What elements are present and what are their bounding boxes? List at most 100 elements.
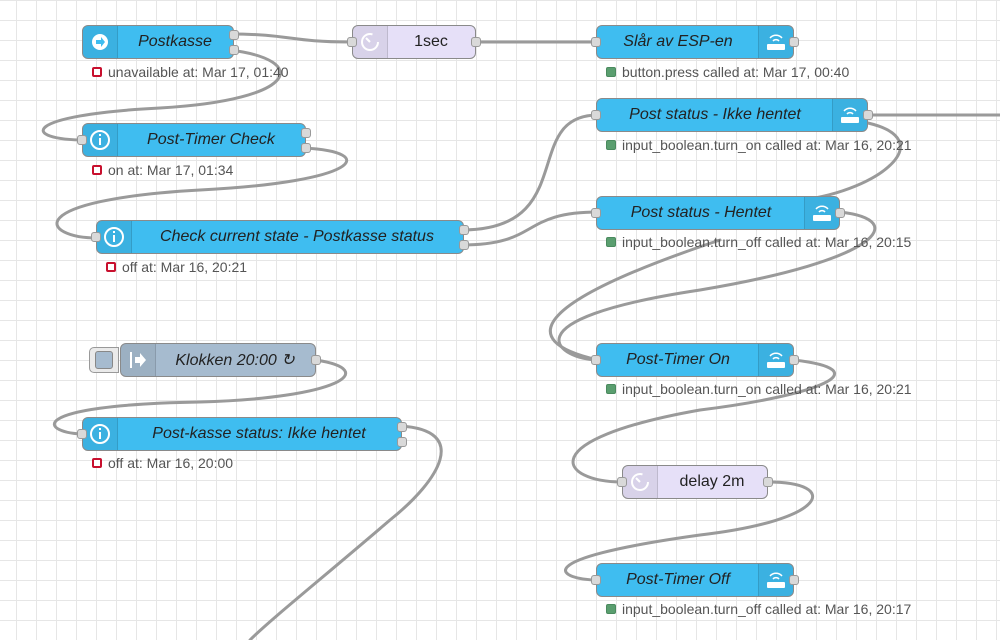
node-post-timer-on[interactable]: Post-Timer On bbox=[591, 343, 799, 377]
output-port[interactable] bbox=[459, 240, 469, 250]
output-port[interactable] bbox=[471, 37, 481, 47]
status-indicator bbox=[92, 458, 102, 468]
status-indicator bbox=[606, 384, 616, 394]
output-port[interactable] bbox=[397, 422, 407, 432]
output-port[interactable] bbox=[835, 208, 845, 218]
node-post-status-hentet[interactable]: Post status - Hentet bbox=[591, 196, 845, 230]
wire-post-status-ikke-to-hentet[interactable] bbox=[800, 121, 902, 202]
output-port[interactable] bbox=[789, 37, 799, 47]
node-post-timer-off[interactable]: Post-Timer Off bbox=[591, 563, 799, 597]
status-text: off at: Mar 16, 20:21 bbox=[122, 259, 248, 275]
node-status: input_boolean.turn_on called at: Mar 16,… bbox=[606, 137, 912, 153]
input-port[interactable] bbox=[77, 135, 87, 145]
arrow-right-icon bbox=[121, 344, 156, 376]
node-delay-2m[interactable]: delay 2m bbox=[617, 465, 773, 499]
node-label: Post status - Ikke hentet bbox=[629, 106, 801, 123]
output-port[interactable] bbox=[301, 143, 311, 153]
output-port[interactable] bbox=[229, 30, 239, 40]
inject-button-face bbox=[95, 351, 113, 369]
node-status: input_boolean.turn_on called at: Mar 16,… bbox=[606, 381, 912, 397]
status-indicator bbox=[106, 262, 116, 272]
node-postkasse[interactable]: Postkasse bbox=[82, 25, 239, 59]
input-port[interactable] bbox=[91, 232, 101, 242]
node-klokken-inject[interactable]: Klokken 20:00 ↻ bbox=[89, 343, 321, 377]
input-port[interactable] bbox=[77, 429, 87, 439]
status-indicator bbox=[606, 67, 616, 77]
input-port[interactable] bbox=[591, 208, 601, 218]
status-indicator bbox=[92, 67, 102, 77]
node-label: delay 2m bbox=[679, 473, 745, 490]
output-port[interactable] bbox=[311, 355, 321, 365]
router-wifi-icon bbox=[758, 344, 793, 376]
status-text: input_boolean.turn_on called at: Mar 16,… bbox=[622, 381, 912, 397]
input-port[interactable] bbox=[591, 575, 601, 585]
wire-check-current-to-post-status-hentet[interactable] bbox=[460, 210, 600, 247]
node-label: Post status - Hentet bbox=[630, 204, 772, 221]
wire-timer-on-to-delay-2m[interactable] bbox=[571, 358, 836, 484]
output-port[interactable] bbox=[397, 437, 407, 447]
input-port[interactable] bbox=[617, 477, 627, 487]
node-label: Post-Timer On bbox=[626, 351, 730, 368]
router-wifi-icon bbox=[804, 197, 839, 229]
node-label: Check current state - Postkasse status bbox=[160, 228, 434, 245]
info-circle-icon bbox=[83, 418, 118, 450]
timer-icon bbox=[353, 26, 388, 58]
output-port[interactable] bbox=[789, 355, 799, 365]
input-port[interactable] bbox=[591, 355, 601, 365]
inject-button[interactable] bbox=[89, 347, 119, 373]
node-status: unavailable at: Mar 17, 01:40 bbox=[92, 64, 289, 80]
status-text: input_boolean.turn_on called at: Mar 16,… bbox=[622, 137, 912, 153]
node-delay-1sec[interactable]: 1sec bbox=[347, 25, 481, 59]
wire-hentet-to-timer-on-b[interactable] bbox=[548, 238, 722, 362]
node-label: Post-Timer Off bbox=[626, 571, 730, 588]
node-post-timer-check[interactable]: Post-Timer Check bbox=[77, 123, 311, 157]
wire-check-current-to-post-status-ikke[interactable] bbox=[460, 113, 600, 232]
node-label: 1sec bbox=[414, 33, 448, 50]
node-status: button.press called at: Mar 17, 00:40 bbox=[606, 64, 849, 80]
output-port[interactable] bbox=[229, 45, 239, 55]
node-label: Postkasse bbox=[138, 33, 212, 50]
node-status: on at: Mar 17, 01:34 bbox=[92, 162, 233, 178]
node-label: Klokken 20:00 ↻ bbox=[175, 352, 295, 369]
wire-post-kasse-status-to-below[interactable] bbox=[248, 424, 443, 640]
output-port[interactable] bbox=[863, 110, 873, 120]
status-text: input_boolean.turn_off called at: Mar 16… bbox=[622, 234, 912, 250]
status-text: button.press called at: Mar 17, 00:40 bbox=[622, 64, 850, 80]
status-indicator bbox=[606, 237, 616, 247]
output-port[interactable] bbox=[301, 128, 311, 138]
input-port[interactable] bbox=[347, 37, 357, 47]
status-text: input_boolean.turn_off called at: Mar 16… bbox=[622, 601, 912, 617]
node-check-current-state[interactable]: Check current state - Postkasse status bbox=[91, 220, 469, 254]
node-status: off at: Mar 16, 20:21 bbox=[106, 259, 247, 275]
node-slaar-av-esp[interactable]: Slår av ESP-en bbox=[591, 25, 799, 59]
wire-delay-2m-to-timer-off[interactable] bbox=[564, 480, 814, 582]
wire-klokken-to-post-kasse-status[interactable] bbox=[53, 358, 348, 436]
status-indicator bbox=[606, 604, 616, 614]
output-port[interactable] bbox=[789, 575, 799, 585]
input-port[interactable] bbox=[591, 37, 601, 47]
output-port[interactable] bbox=[763, 477, 773, 487]
node-label: Post-Timer Check bbox=[147, 131, 275, 148]
router-wifi-icon bbox=[832, 99, 867, 131]
wire-timer-check-to-check-current[interactable] bbox=[55, 146, 349, 240]
info-circle-icon bbox=[83, 124, 118, 156]
router-wifi-icon bbox=[758, 26, 793, 58]
router-wifi-icon bbox=[758, 564, 793, 596]
status-text: on at: Mar 17, 01:34 bbox=[108, 162, 234, 178]
node-status: off at: Mar 16, 20:00 bbox=[92, 455, 233, 471]
node-post-status-ikke-hentet[interactable]: Post status - Ikke hentet bbox=[591, 98, 873, 132]
node-label: Slår av ESP-en bbox=[623, 33, 733, 50]
output-port[interactable] bbox=[459, 225, 469, 235]
status-text: off at: Mar 16, 20:00 bbox=[108, 455, 234, 471]
timer-icon bbox=[623, 466, 658, 498]
wire-postkasse-to-1sec[interactable] bbox=[228, 32, 352, 44]
wire-postkasse-to-timer-check[interactable] bbox=[41, 48, 282, 142]
node-post-kasse-status[interactable]: Post-kasse status: Ikke hentet bbox=[77, 417, 407, 451]
node-label: Post-kasse status: Ikke hentet bbox=[152, 425, 366, 442]
status-text: unavailable at: Mar 17, 01:40 bbox=[108, 64, 289, 80]
input-port[interactable] bbox=[591, 110, 601, 120]
info-circle-icon bbox=[97, 221, 132, 253]
node-status: input_boolean.turn_off called at: Mar 16… bbox=[606, 601, 911, 617]
